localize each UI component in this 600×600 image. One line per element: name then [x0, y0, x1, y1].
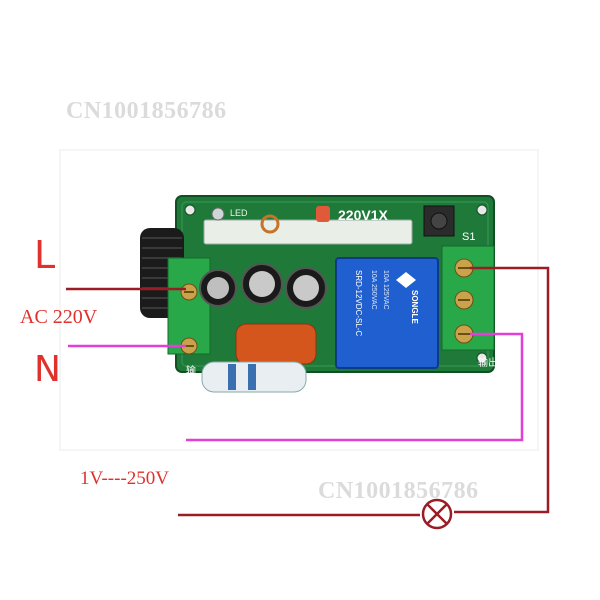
relay: SRD-12VDC-SL-C 10A 250VAC 10A 125VAC SON… [335, 257, 439, 369]
relay-model: SRD-12VDC-SL-C [354, 270, 363, 336]
photo-frame [59, 149, 539, 451]
output-label: 输出 [478, 356, 498, 369]
neutral-label: N [34, 349, 61, 390]
receiver-board: LED 220V1X S1 [140, 195, 498, 393]
relay-brand: SONGLE [410, 290, 419, 324]
mount-hole [476, 352, 488, 364]
watermark: CN1001856786 [66, 98, 227, 124]
neutral-wire [68, 332, 524, 442]
input-label: 输 [186, 364, 196, 377]
lamp-icon [421, 498, 453, 530]
supply-label: AC 220V [20, 306, 98, 328]
led [211, 207, 225, 221]
load-range-label: 1V----250V [80, 468, 170, 489]
songle-logo [396, 272, 416, 288]
switch-label: S1 [462, 231, 475, 243]
relay-rating-2: 10A 125VAC [382, 270, 389, 310]
pcb-print: 220V1X [338, 207, 388, 223]
live-wire [66, 266, 550, 517]
relay-rating: 10A 250VAC [370, 270, 377, 310]
inductor [316, 206, 330, 222]
live-label: L [34, 233, 56, 277]
rf-module [203, 219, 413, 245]
led-label: LED [230, 208, 248, 218]
capacitors [199, 263, 327, 309]
watermark: CN1001856786 [318, 478, 479, 504]
mount-hole [184, 204, 196, 216]
mount-hole [476, 204, 488, 216]
film-capacitor [235, 323, 317, 365]
coil [260, 214, 280, 234]
